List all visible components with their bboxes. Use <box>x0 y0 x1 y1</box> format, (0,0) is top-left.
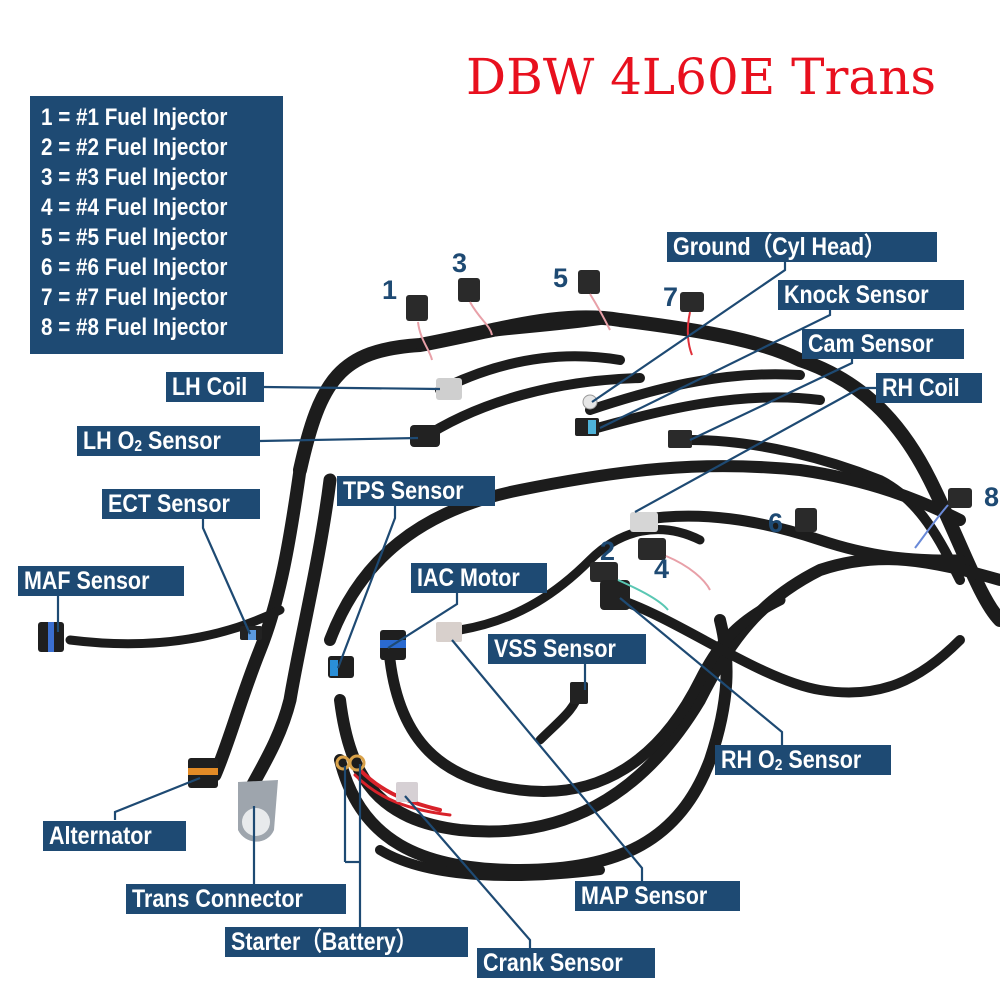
label-rh-o2-sensor: RH O2 Sensor <box>715 745 891 775</box>
legend-item: 5 = #5 Fuel Injector <box>41 224 228 251</box>
cable-knock <box>585 392 825 435</box>
vss-connector <box>570 682 588 704</box>
label-cam-sensor: Cam Sensor <box>802 329 964 359</box>
injector-7-connector <box>680 292 704 312</box>
leader-cam <box>689 358 854 441</box>
legend-item: 6 = #6 Fuel Injector <box>41 254 228 281</box>
wire-battery-red <box>358 768 442 812</box>
injector-legend: 1 = #1 Fuel Injector 2 = #2 Fuel Injecto… <box>30 96 283 354</box>
injector-1-connector <box>406 295 428 321</box>
cable-lh-o2 <box>415 373 645 445</box>
battery-eyelet-2 <box>348 754 366 772</box>
leader-ect <box>201 519 252 635</box>
ground-eyelet <box>582 394 598 410</box>
cable-maf <box>65 605 285 649</box>
injector-8-connector <box>948 488 972 508</box>
legend-item: 3 = #3 Fuel Injector <box>41 164 228 191</box>
leader-lines <box>56 262 877 950</box>
maf-connector-seal <box>48 622 54 652</box>
label-tps-sensor: TPS Sensor <box>337 476 495 506</box>
label-iac-motor: IAC Motor <box>411 563 547 593</box>
legend-item: 1 = #1 Fuel Injector <box>41 104 228 131</box>
label-ect-sensor: ECT Sensor <box>102 489 260 519</box>
injector-number-6: 6 <box>768 508 784 538</box>
leader-lh-coil <box>263 385 441 391</box>
label-rh-coil: RH Coil <box>876 373 982 403</box>
injector-number-5: 5 <box>553 263 569 293</box>
trans-connector-face <box>242 808 270 836</box>
leader-knock <box>599 308 832 429</box>
cable-ground-knock <box>585 369 805 415</box>
label-alternator: Alternator <box>43 821 186 851</box>
injector-number-7: 7 <box>663 282 679 312</box>
injector-number-3: 3 <box>452 248 468 278</box>
injector-number-8: 8 <box>984 482 1000 512</box>
legend-item: 8 = #8 Fuel Injector <box>41 314 228 341</box>
leader-ground <box>591 262 787 403</box>
cable-iac <box>455 525 705 635</box>
leader-lh-o2 <box>259 436 419 443</box>
cam-connector-tab <box>588 420 596 434</box>
injector-6-connector <box>795 508 817 532</box>
cable-rh-o2 <box>615 595 965 698</box>
wire-battery-red-2 <box>353 773 452 817</box>
cable-left-descend <box>208 463 307 782</box>
leader-rh-coil <box>634 386 877 513</box>
label-map-sensor: MAP Sensor <box>575 881 740 911</box>
rh-coil-connector <box>668 430 692 448</box>
leader-tps <box>336 505 397 669</box>
ect-connector-tab <box>248 630 256 640</box>
injector-number-1: 1 <box>382 275 398 305</box>
cable-bundles <box>65 310 1000 881</box>
leader-rh-o2 <box>619 597 784 745</box>
injector-5-connector <box>578 270 600 294</box>
leader-iac <box>387 592 459 649</box>
cable-lower-1 <box>334 553 1000 838</box>
label-lh-o2-sensor: LH O2 Sensor <box>77 426 260 456</box>
legend-item: 2 = #2 Fuel Injector <box>41 134 228 161</box>
leader-map <box>451 639 644 882</box>
alternator-connector-band <box>188 768 218 775</box>
legend-item: 7 = #7 Fuel Injector <box>41 284 228 311</box>
injector-4-connector <box>638 538 666 560</box>
injector-2-connector <box>590 562 618 582</box>
crank-connector <box>396 782 418 802</box>
cable-lower-4 <box>375 845 605 881</box>
label-crank-sensor: Crank Sensor <box>477 948 655 978</box>
cable-middle <box>324 460 966 646</box>
tps-connector-tab <box>330 660 338 676</box>
lh-o2-connector <box>410 425 440 447</box>
map-connector <box>436 622 462 642</box>
label-ground-cyl-head: Ground（Cyl Head） <box>667 232 937 262</box>
label-lh-coil: LH Coil <box>166 372 264 402</box>
label-starter-battery: Starter（Battery） <box>225 927 468 957</box>
label-trans-connector: Trans Connector <box>126 884 346 914</box>
label-knock-sensor: Knock Sensor <box>778 280 964 310</box>
cable-cam <box>685 435 965 585</box>
leader-alternator <box>113 776 201 820</box>
page-title: DBW 4L60E Trans <box>466 48 937 106</box>
cable-lower-3 <box>334 614 733 877</box>
label-vss-sensor: VSS Sensor <box>488 634 646 664</box>
knock-connector <box>630 512 658 532</box>
cable-top-inner <box>415 315 605 350</box>
injector-number-4: 4 <box>654 554 670 584</box>
legend-item: 4 = #4 Fuel Injector <box>41 194 228 221</box>
leader-crank <box>404 795 532 950</box>
rh-o2-connector <box>600 580 630 610</box>
lh-coil-connector <box>436 378 462 400</box>
cable-left-descend-2 <box>243 473 337 797</box>
label-maf-sensor: MAF Sensor <box>18 566 184 596</box>
injector-3-connector <box>458 278 480 302</box>
cable-top-trunk <box>293 310 1000 627</box>
injector-number-2: 2 <box>600 536 616 566</box>
